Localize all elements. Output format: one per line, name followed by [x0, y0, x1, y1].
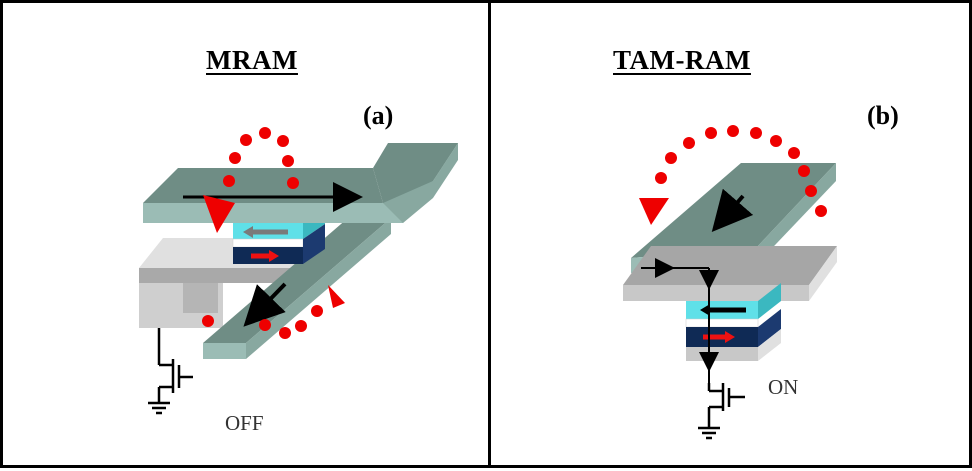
mram-diagram	[139, 127, 458, 415]
mtj-stack-b	[685, 283, 781, 361]
panel-mram: MRAM (a) OFF	[0, 0, 491, 468]
panel-b-title: TAM-RAM	[613, 45, 751, 75]
panel-a-state: OFF	[225, 411, 264, 435]
transistor-off	[148, 328, 193, 415]
upper-write-line	[143, 143, 458, 223]
tam-ram-diagram	[623, 125, 837, 440]
panel-a-label: (a)	[363, 101, 394, 130]
write-current-arrow	[711, 188, 754, 233]
panel-a-title: MRAM	[206, 45, 298, 75]
upper-field-loop	[203, 127, 299, 233]
panel-b-state: ON	[768, 375, 799, 399]
transistor-on	[698, 383, 745, 440]
panel-tam-ram: TAM-RAM (b) ON	[488, 0, 972, 468]
lower-current-arrow	[243, 282, 287, 327]
read-current-path	[641, 258, 719, 383]
panel-b-label: (b)	[867, 101, 899, 130]
lower-field-loop	[202, 285, 345, 339]
read-electrode	[623, 246, 837, 301]
field-loop	[639, 125, 827, 225]
